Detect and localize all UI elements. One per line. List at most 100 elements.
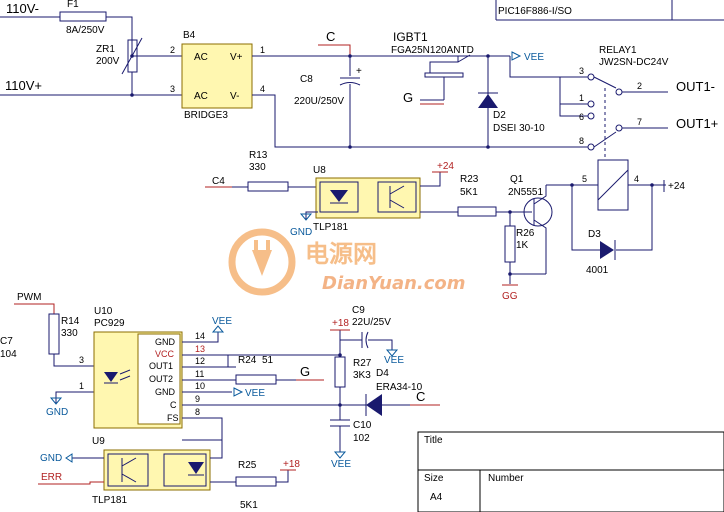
u8-body <box>315 177 421 219</box>
c9-plate-curved <box>365 331 369 349</box>
r27-value: 3K3 <box>353 370 371 381</box>
u10-light-arrow <box>119 369 131 375</box>
u10-pin3: 3 <box>79 355 84 365</box>
junction-dot <box>570 183 574 187</box>
u10-pin14: 14 <box>195 331 205 341</box>
d4-symbol <box>366 394 382 416</box>
c7-ref: C7 <box>0 336 13 347</box>
u10-pin11: 11 <box>195 369 204 379</box>
r26-symbol <box>504 225 516 263</box>
size-value: A4 <box>430 492 443 503</box>
junction-dot <box>486 145 490 149</box>
junction-dot <box>130 93 134 97</box>
u10-led-icon <box>104 372 118 382</box>
number-label: Number <box>488 473 524 484</box>
d4-ref: D4 <box>376 368 389 379</box>
igbt-gate-label: G <box>403 90 413 105</box>
wire-relay-3 <box>509 56 588 78</box>
q1-collector <box>533 185 547 205</box>
vee-top-label: VEE <box>524 52 544 63</box>
u10-pin-panel <box>137 333 181 425</box>
u10-name-gnd2: GND <box>155 387 176 397</box>
r23-value: 5K1 <box>460 187 478 198</box>
relay-ref: RELAY1 <box>599 45 637 56</box>
junction-dot <box>348 145 352 149</box>
d2-symbol <box>478 94 498 108</box>
q1-emitter <box>533 219 547 274</box>
g-label: G <box>300 364 310 379</box>
wire-d3-right <box>616 185 653 251</box>
u8-ref: U8 <box>313 165 326 176</box>
relay-contact <box>615 124 623 132</box>
u10-pin12: 12 <box>195 356 205 366</box>
err-label: ERR <box>41 472 62 483</box>
d2-ref: D2 <box>493 110 506 121</box>
r27-symbol <box>334 356 346 388</box>
relay-switch <box>593 131 617 148</box>
u10-pin10: 10 <box>195 381 205 391</box>
r13-ref: R13 <box>249 150 268 161</box>
igbt-gate-bar <box>424 72 464 78</box>
bridge-ref: B4 <box>183 30 196 41</box>
bridge-pin4: 4 <box>260 84 265 94</box>
gg-label: GG <box>502 291 518 302</box>
zr-value: 200V <box>96 56 120 67</box>
junction-dot <box>650 183 654 187</box>
u8-plus24: +24 <box>437 161 454 172</box>
igbt-part: FGA25N120ANTD <box>391 45 474 56</box>
c-label-d4: C <box>416 389 425 404</box>
junction-dot <box>338 353 342 357</box>
watermark-logo <box>228 228 296 296</box>
vee-label-c10: VEE <box>331 459 351 470</box>
bridge-name: BRIDGE3 <box>184 110 228 121</box>
u10-pin1: 1 <box>79 381 84 391</box>
wire-c9-right <box>368 339 393 350</box>
c8-value: 220U/250V <box>294 96 344 107</box>
wire-u9-fs <box>182 439 223 459</box>
wire-vee-14 <box>210 332 219 343</box>
watermark-plug-prong <box>254 240 258 250</box>
vee-arrow-icon <box>233 387 244 397</box>
u9-gnd: GND <box>40 453 62 464</box>
fuse-symbol <box>59 11 107 22</box>
u8-transistor-c <box>389 185 405 195</box>
size-label: Size <box>424 473 444 484</box>
relay-part: JW2SN-DC24V <box>599 57 669 68</box>
r14-symbol <box>48 313 60 355</box>
bridge-vminus: V- <box>230 91 239 102</box>
r13-symbol <box>247 181 289 192</box>
wire-r14-u10 <box>53 354 94 367</box>
gnd-arrow-icon <box>49 397 63 405</box>
relay-pin1: 1 <box>579 93 584 103</box>
d4-part: ERA34-10 <box>376 382 423 393</box>
q1-circle <box>523 197 553 227</box>
u10-light-arrow <box>119 375 131 381</box>
u8-gnd: GND <box>290 227 312 238</box>
u10-name-out1: OUT1 <box>149 361 173 371</box>
u9-ref: U9 <box>92 436 105 447</box>
watermark-en: DianYuan.com <box>322 273 466 294</box>
wire-u8-gnd <box>305 211 318 220</box>
c7-value: 104 <box>0 349 17 360</box>
d3-part: 4001 <box>586 265 609 276</box>
u10-name-fs: FS <box>167 413 179 423</box>
watermark-plug-icon <box>252 250 272 276</box>
u9-led-box <box>163 453 207 487</box>
vee-label-c9: VEE <box>384 355 404 366</box>
r23-symbol <box>457 206 497 217</box>
u8-part: TLP181 <box>313 222 348 233</box>
wire-r25-18 <box>276 470 289 483</box>
u9-transistor-box <box>107 453 149 487</box>
mcu-label: PIC16F886-I/SO <box>498 6 572 17</box>
c10-ref: C10 <box>353 420 372 431</box>
r25-ref: R25 <box>238 460 257 471</box>
q1-ref: Q1 <box>510 174 524 185</box>
pwm-red-mark <box>14 303 55 314</box>
wire-d3-left <box>571 185 600 251</box>
watermark-ring-icon <box>228 228 296 296</box>
c8-ref: C8 <box>300 74 313 85</box>
wire-u8-24 <box>420 172 441 187</box>
zr-ref: ZR1 <box>96 44 115 55</box>
